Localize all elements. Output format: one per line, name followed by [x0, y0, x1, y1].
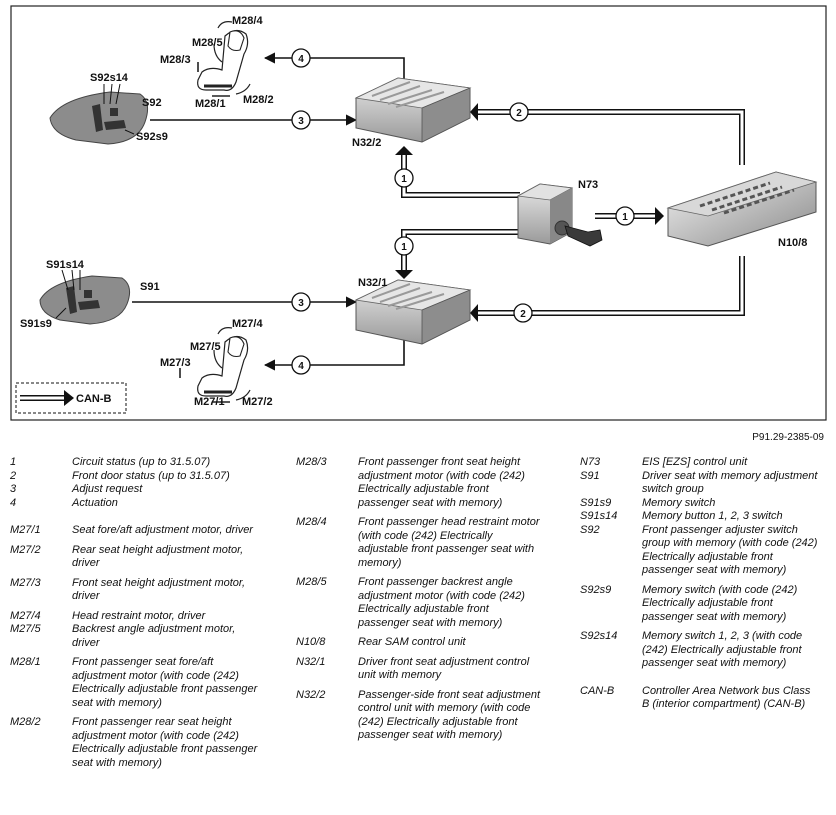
can-b-key: CAN-B	[15, 382, 127, 414]
can-arrow-1-down	[395, 229, 520, 279]
label-m28-1: M28/1	[195, 98, 226, 110]
badge-1-up: 1	[394, 168, 414, 188]
svg-text:1: 1	[622, 212, 628, 223]
label-s91s14: S91s14	[46, 259, 85, 271]
badge-3-bottom: 3	[291, 292, 311, 312]
label-s92: S92	[142, 97, 162, 109]
label-m28-2: M28/2	[243, 94, 274, 106]
svg-text:3: 3	[298, 298, 304, 309]
label-n10-8: N10/8	[778, 237, 807, 249]
badge-1-right: 1	[615, 206, 635, 226]
can-arrow-1-up	[395, 146, 520, 198]
label-m28-3: M28/3	[160, 54, 191, 66]
system-diagram: 4 3 2 1 1 1 2 3 4 N32/2 N32/1 N73 N10/8	[10, 5, 827, 421]
svg-text:4: 4	[298, 361, 304, 372]
badge-2-bottom: 2	[513, 303, 533, 323]
label-m27-2: M27/2	[242, 396, 273, 408]
label-s92s9: S92s9	[136, 131, 168, 143]
label-m27-4: M27/4	[232, 318, 263, 330]
label-n32-2: N32/2	[352, 137, 381, 149]
key-icon	[564, 225, 603, 247]
can-arrow-2-bottom	[470, 256, 745, 322]
badge-3-top: 3	[291, 110, 311, 130]
figure-reference: P91.29-2385-09	[752, 432, 824, 443]
arrow-actuation-bottom	[263, 340, 405, 371]
svg-text:2: 2	[520, 309, 526, 320]
sam-unit-n10-8	[666, 171, 818, 247]
badge-4-bottom: 4	[291, 355, 311, 375]
badge-4-top: 4	[291, 48, 311, 68]
badge-1-down: 1	[394, 236, 414, 256]
arrow-actuation-top	[263, 52, 405, 82]
label-n32-1: N32/1	[358, 277, 387, 289]
svg-text:2: 2	[516, 108, 522, 119]
diagram-frame	[10, 5, 827, 421]
label-m27-3: M27/3	[160, 357, 191, 369]
passenger-seat-m28	[197, 21, 251, 97]
control-unit-n32-1	[354, 279, 472, 345]
label-m27-5: M27/5	[190, 341, 221, 353]
label-m28-5: M28/5	[192, 37, 223, 49]
label-s91: S91	[140, 281, 160, 293]
switch-group-s91	[39, 269, 131, 325]
can-arrow-2-top	[470, 103, 745, 165]
ignition-unit-n73	[516, 183, 603, 247]
badge-2-top: 2	[509, 102, 529, 122]
svg-text:CAN-B: CAN-B	[76, 393, 111, 405]
svg-text:4: 4	[298, 54, 304, 65]
label-s92s14: S92s14	[90, 72, 129, 84]
label-s91s9: S91s9	[20, 318, 52, 330]
svg-text:1: 1	[401, 174, 407, 185]
label-m27-1: M27/1	[194, 396, 225, 408]
switch-group-s92	[49, 83, 149, 145]
control-unit-n32-2	[354, 77, 472, 143]
svg-text:3: 3	[298, 116, 304, 127]
label-m28-4: M28/4	[232, 15, 263, 27]
driver-seat-m27	[179, 327, 251, 403]
svg-text:1: 1	[401, 242, 407, 253]
label-n73: N73	[578, 179, 598, 191]
